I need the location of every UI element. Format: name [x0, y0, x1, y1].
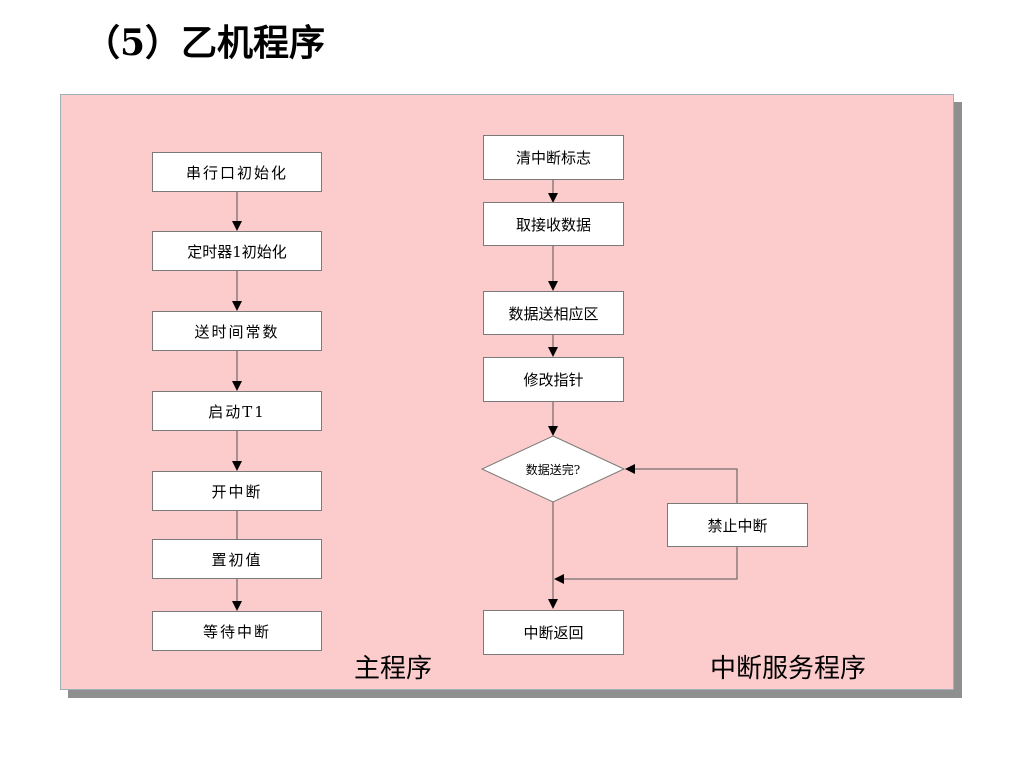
step-start-t1: 启动T1 — [152, 391, 322, 431]
main-program-caption: 主程序 — [354, 654, 433, 684]
step-get-received-data: 取接收数据 — [483, 202, 624, 246]
step-set-initial-value: 置初值 — [152, 539, 322, 579]
step-timer-init: 定时器1初始化 — [152, 231, 322, 271]
decision-label: 数据送完? — [525, 462, 581, 477]
step-disable-interrupt: 禁止中断 — [667, 503, 808, 547]
step-clear-interrupt-flag: 清中断标志 — [483, 135, 624, 180]
step-load-time-constant: 送时间常数 — [152, 311, 322, 351]
step-wait-interrupt: 等待中断 — [152, 611, 322, 651]
page-title: （5）乙机程序 — [84, 22, 326, 64]
interrupt-program-caption: 中断服务程序 — [710, 654, 867, 684]
arrow-loop-to-decision — [625, 464, 738, 503]
step-modify-pointer: 修改指针 — [483, 357, 624, 402]
step-store-data: 数据送相应区 — [483, 291, 624, 335]
step-serial-init: 串行口初始化 — [152, 152, 322, 192]
arrow-side-to-main — [554, 547, 738, 584]
step-enable-interrupt: 开中断 — [152, 471, 322, 511]
step-interrupt-return: 中断返回 — [483, 610, 624, 655]
